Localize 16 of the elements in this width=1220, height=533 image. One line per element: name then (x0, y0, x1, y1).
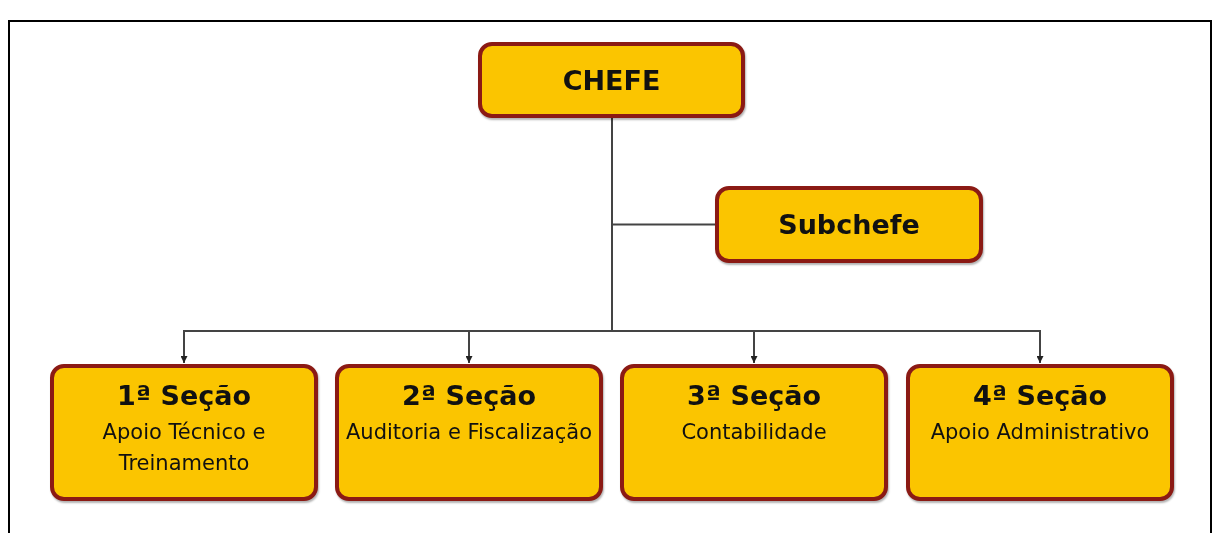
box-description: Apoio Técnico e Treinamento (101, 419, 267, 477)
box-title: 4ª Seção (973, 380, 1107, 411)
box-description: Auditoria e Fiscalização (345, 419, 593, 446)
org-box (335, 364, 603, 501)
box-description: Contabilidade (681, 419, 827, 446)
org-box (478, 42, 745, 118)
org-box (715, 186, 983, 263)
org-box (50, 364, 318, 501)
box-description: Apoio Administrativo (930, 419, 1150, 446)
org-box (620, 364, 888, 501)
box-title: 3ª Seção (687, 380, 821, 411)
org-box (906, 364, 1174, 501)
box-title: CHEFE (562, 64, 661, 96)
box-title: 2ª Seção (402, 380, 536, 411)
box-title: Subchefe (778, 209, 920, 240)
box-title: 1ª Seção (117, 380, 251, 411)
